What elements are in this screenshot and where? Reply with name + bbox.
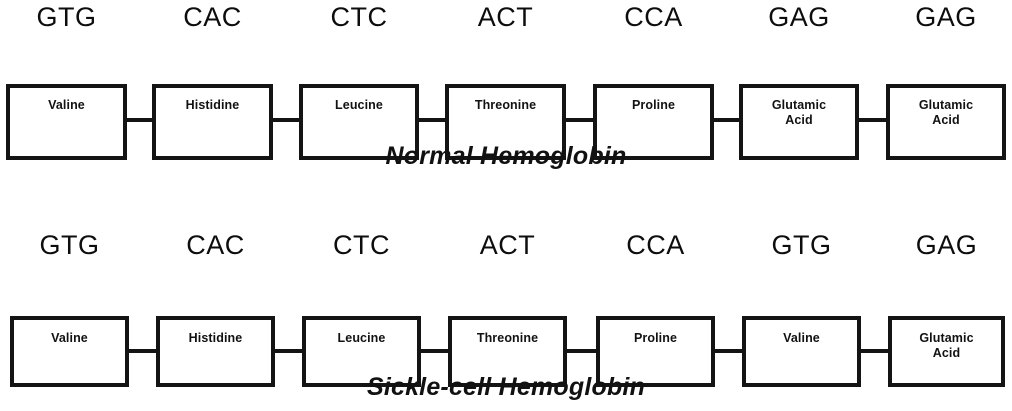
chain-connector-sickle-5 [715, 349, 742, 353]
amino-acid-label-normal-2: Histidine [185, 98, 240, 112]
chain-connector-sickle-2 [275, 349, 302, 353]
codon-strip-normal: GTG CAC CTC ACT CCA GAG GAG [0, 0, 1012, 40]
chain-connector-normal-5 [713, 118, 739, 122]
amino-acid-label-sickle-6: Valine [783, 331, 820, 345]
codon-label-normal-6: GAG [768, 2, 830, 32]
codon-label-normal-2: CAC [183, 2, 242, 32]
chain-connector-normal-2 [273, 118, 299, 122]
amino-acid-label-sickle-3: Leucine [337, 331, 386, 345]
amino-acid-box-normal-7: Glutamic Acid [886, 84, 1006, 160]
amino-acid-box-sickle-2: Histidine [156, 316, 275, 387]
caption-normal-hemoglobin: Normal Hemoglobin [385, 142, 627, 170]
amino-acid-label-normal-4: Threonine [474, 98, 537, 112]
chain-connector-sickle-3 [421, 349, 448, 353]
codon-label-normal-7: GAG [915, 2, 977, 32]
chain-connector-normal-3 [419, 118, 445, 122]
codon-label-sickle-4: ACT [479, 230, 536, 260]
amino-acid-box-normal-5: Proline [593, 84, 714, 160]
amino-acid-box-sickle-4: Threonine [448, 316, 567, 387]
chain-connector-sickle-6 [861, 349, 888, 353]
amino-acid-label-normal-6: Glutamic Acid [771, 98, 827, 127]
amino-acid-label-normal-7: Glutamic Acid [918, 98, 974, 127]
amino-acid-label-sickle-1: Valine [51, 331, 88, 345]
amino-acid-label-normal-3: Leucine [335, 98, 383, 112]
amino-acid-box-sickle-3: Leucine [302, 316, 421, 387]
codon-label-sickle-5: CCA [626, 230, 685, 260]
codon-label-sickle-7: GAG [915, 230, 978, 260]
sequence-row-sickle: GTG CAC CTC ACT CCA GTG GAG Valine Histi… [0, 228, 1012, 401]
amino-acid-chain-normal: Valine Histidine Leucine Threonine Proli… [0, 40, 1012, 160]
chain-connector-normal-1 [127, 118, 152, 122]
amino-acid-box-normal-1: Valine [6, 84, 127, 160]
amino-acid-box-sickle-7: Glutamic Acid [888, 316, 1005, 387]
codon-label-normal-5: CCA [624, 2, 683, 32]
amino-acid-box-sickle-1: Valine [10, 316, 129, 387]
amino-acid-box-normal-6: Glutamic Acid [739, 84, 859, 160]
amino-acid-box-sickle-5: Proline [596, 316, 715, 387]
amino-acid-label-normal-1: Valine [48, 98, 85, 112]
codon-label-sickle-2: CAC [186, 230, 245, 260]
codon-label-normal-3: CTC [330, 2, 388, 32]
sequence-row-normal: GTG CAC CTC ACT CCA GAG GAG Valine Histi… [0, 0, 1012, 170]
codon-label-sickle-3: CTC [333, 230, 390, 260]
amino-acid-label-sickle-2: Histidine [188, 331, 243, 345]
chain-connector-sickle-4 [567, 349, 596, 353]
codon-label-normal-4: ACT [477, 2, 534, 32]
codon-label-sickle-1: GTG [39, 230, 100, 260]
codon-label-normal-1: GTG [36, 2, 97, 32]
amino-acid-label-sickle-5: Proline [633, 331, 678, 345]
codon-label-sickle-6: GTG [771, 230, 832, 260]
amino-acid-label-sickle-4: Threonine [476, 331, 539, 345]
codon-strip-sickle: GTG CAC CTC ACT CCA GTG GAG [0, 228, 1012, 268]
chain-connector-normal-6 [859, 118, 886, 122]
amino-acid-chain-sickle: Valine Histidine Leucine Threonine Proli… [0, 268, 1012, 387]
chain-connector-normal-4 [566, 118, 593, 122]
amino-acid-box-sickle-6: Valine [742, 316, 861, 387]
caption-sickle-cell-hemoglobin: Sickle-cell Hemoglobin [366, 373, 646, 401]
amino-acid-label-normal-5: Proline [631, 98, 676, 112]
amino-acid-box-normal-3: Leucine [299, 84, 419, 160]
chain-connector-sickle-1 [129, 349, 156, 353]
amino-acid-box-normal-2: Histidine [152, 84, 273, 160]
amino-acid-label-sickle-7: Glutamic Acid [919, 331, 974, 360]
amino-acid-box-normal-4: Threonine [445, 84, 566, 160]
